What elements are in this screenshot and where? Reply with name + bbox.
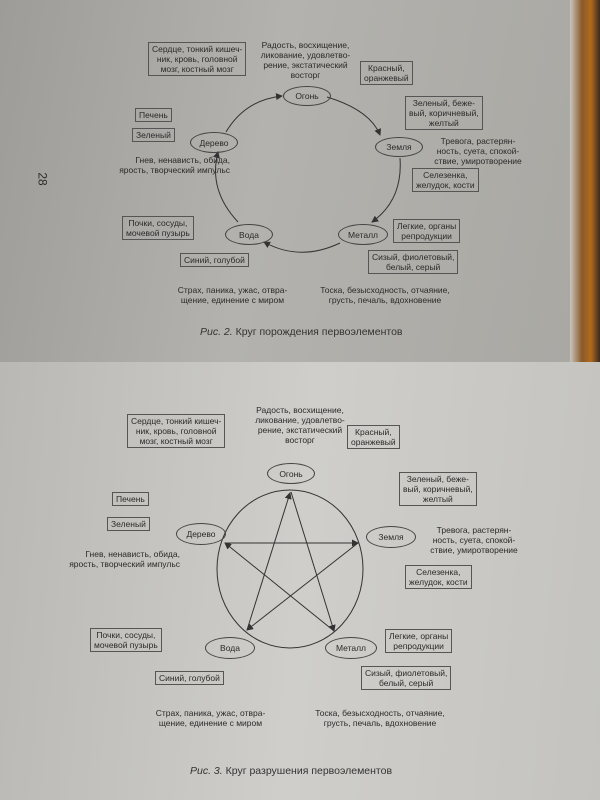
water-colors-box: Синий, голубой	[155, 671, 224, 685]
book-page-top	[0, 0, 575, 368]
wood-organs-box: Печень	[112, 492, 149, 506]
earth-organs-box: Селезенка, желудок, кости	[412, 168, 479, 192]
earth-organs-box: Селезенка, желудок, кости	[405, 565, 472, 589]
book-page-bottom	[0, 362, 600, 800]
caption-text: Круг разрушения первоэлементов	[225, 765, 393, 777]
element-fire: Огонь	[283, 86, 331, 106]
caption-prefix: Рис. 3.	[190, 765, 223, 777]
metal-colors-box: Сизый, фиолетовый, белый, серый	[368, 250, 459, 274]
caption-text: Круг порождения первоэлементов	[235, 326, 403, 338]
destruction-circle	[216, 489, 364, 649]
element-wood: Дерево	[176, 523, 226, 545]
wood-colors-box: Зеленый	[132, 128, 175, 142]
arrow-earth-to-water	[246, 542, 359, 631]
generation-cycle-arrows	[213, 93, 401, 253]
arrow-metal-to-wood	[224, 542, 335, 632]
element-water: Вода	[205, 637, 255, 659]
element-earth: Земля	[366, 526, 416, 548]
wood-organs-box: Печень	[135, 108, 172, 122]
arrow-water-to-fire	[246, 492, 292, 631]
water-emotions-text: Страх, паника, ужас, отвра- щение, едине…	[177, 285, 288, 305]
arrow-metal-to-water	[263, 241, 341, 253]
wood-emotions-text: Гнев, ненависть, обида, ярость, творческ…	[69, 549, 180, 569]
caption-prefix: Рис. 2.	[200, 326, 233, 338]
element-metal: Металл	[338, 224, 388, 245]
metal-organs-box: Легкие, органы репродукции	[385, 629, 453, 653]
element-metal: Металл	[325, 637, 377, 659]
destruction-cycle	[216, 489, 364, 649]
book-edge	[570, 0, 600, 370]
earth-colors-box: Зеленый, беже- вый, коричневый, желтый	[405, 96, 483, 130]
metal-emotions-text: Тоска, безысходность, отчаяние, грусть, …	[315, 708, 445, 728]
earth-emotions-text: Тревога, растерян- ность, суета, спокой-…	[430, 525, 518, 555]
water-organs-box: Почки, сосуды, мочевой пузырь	[90, 628, 162, 652]
element-wood: Дерево	[190, 132, 238, 153]
arrow-earth-to-metal	[371, 157, 401, 223]
wood-colors-box: Зеленый	[107, 517, 150, 531]
fire-colors-box: Красный, оранжевый	[347, 425, 400, 449]
fire-emotions-text: Радость, восхищение, ликование, удовлетв…	[260, 40, 351, 80]
element-fire: Огонь	[267, 463, 315, 484]
wood-emotions-text: Гнев, ненависть, обида, ярость, творческ…	[119, 155, 230, 175]
water-colors-box: Синий, голубой	[180, 253, 249, 267]
arrow-fire-to-earth	[326, 96, 382, 136]
fire-organs-box: Сердце, тонкий кишеч- ник, кровь, головн…	[127, 414, 226, 448]
element-earth: Земля	[375, 137, 423, 157]
metal-emotions-text: Тоска, безысходность, отчаяние, грусть, …	[320, 285, 450, 305]
earth-emotions-text: Тревога, растерян- ность, суета, спокой-…	[434, 136, 522, 166]
arrow-fire-to-metal	[290, 491, 336, 632]
figure-caption: Рис. 2. Круг порождения первоэлементов	[200, 326, 403, 338]
earth-colors-box: Зеленый, беже- вый, коричневый, желтый	[399, 472, 477, 506]
arrow-wood-to-fire	[225, 93, 283, 133]
metal-colors-box: Сизый, фиолетовый, белый, серый	[361, 666, 452, 690]
water-emotions-text: Страх, паника, ужас, отвра- щение, едине…	[155, 708, 266, 728]
water-organs-box: Почки, сосуды, мочевой пузырь	[122, 216, 194, 240]
element-water: Вода	[225, 224, 273, 245]
fire-organs-box: Сердце, тонкий кишеч- ник, кровь, головн…	[148, 42, 247, 76]
arrow-water-to-wood	[213, 151, 239, 223]
fire-colors-box: Красный, оранжевый	[360, 61, 413, 85]
fire-emotions-text: Радость, восхищение, ликование, удовлетв…	[255, 405, 345, 445]
figure-caption: Рис. 3. Круг разрушения первоэлементов	[190, 765, 392, 777]
metal-organs-box: Легкие, органы репродукции	[393, 219, 461, 243]
